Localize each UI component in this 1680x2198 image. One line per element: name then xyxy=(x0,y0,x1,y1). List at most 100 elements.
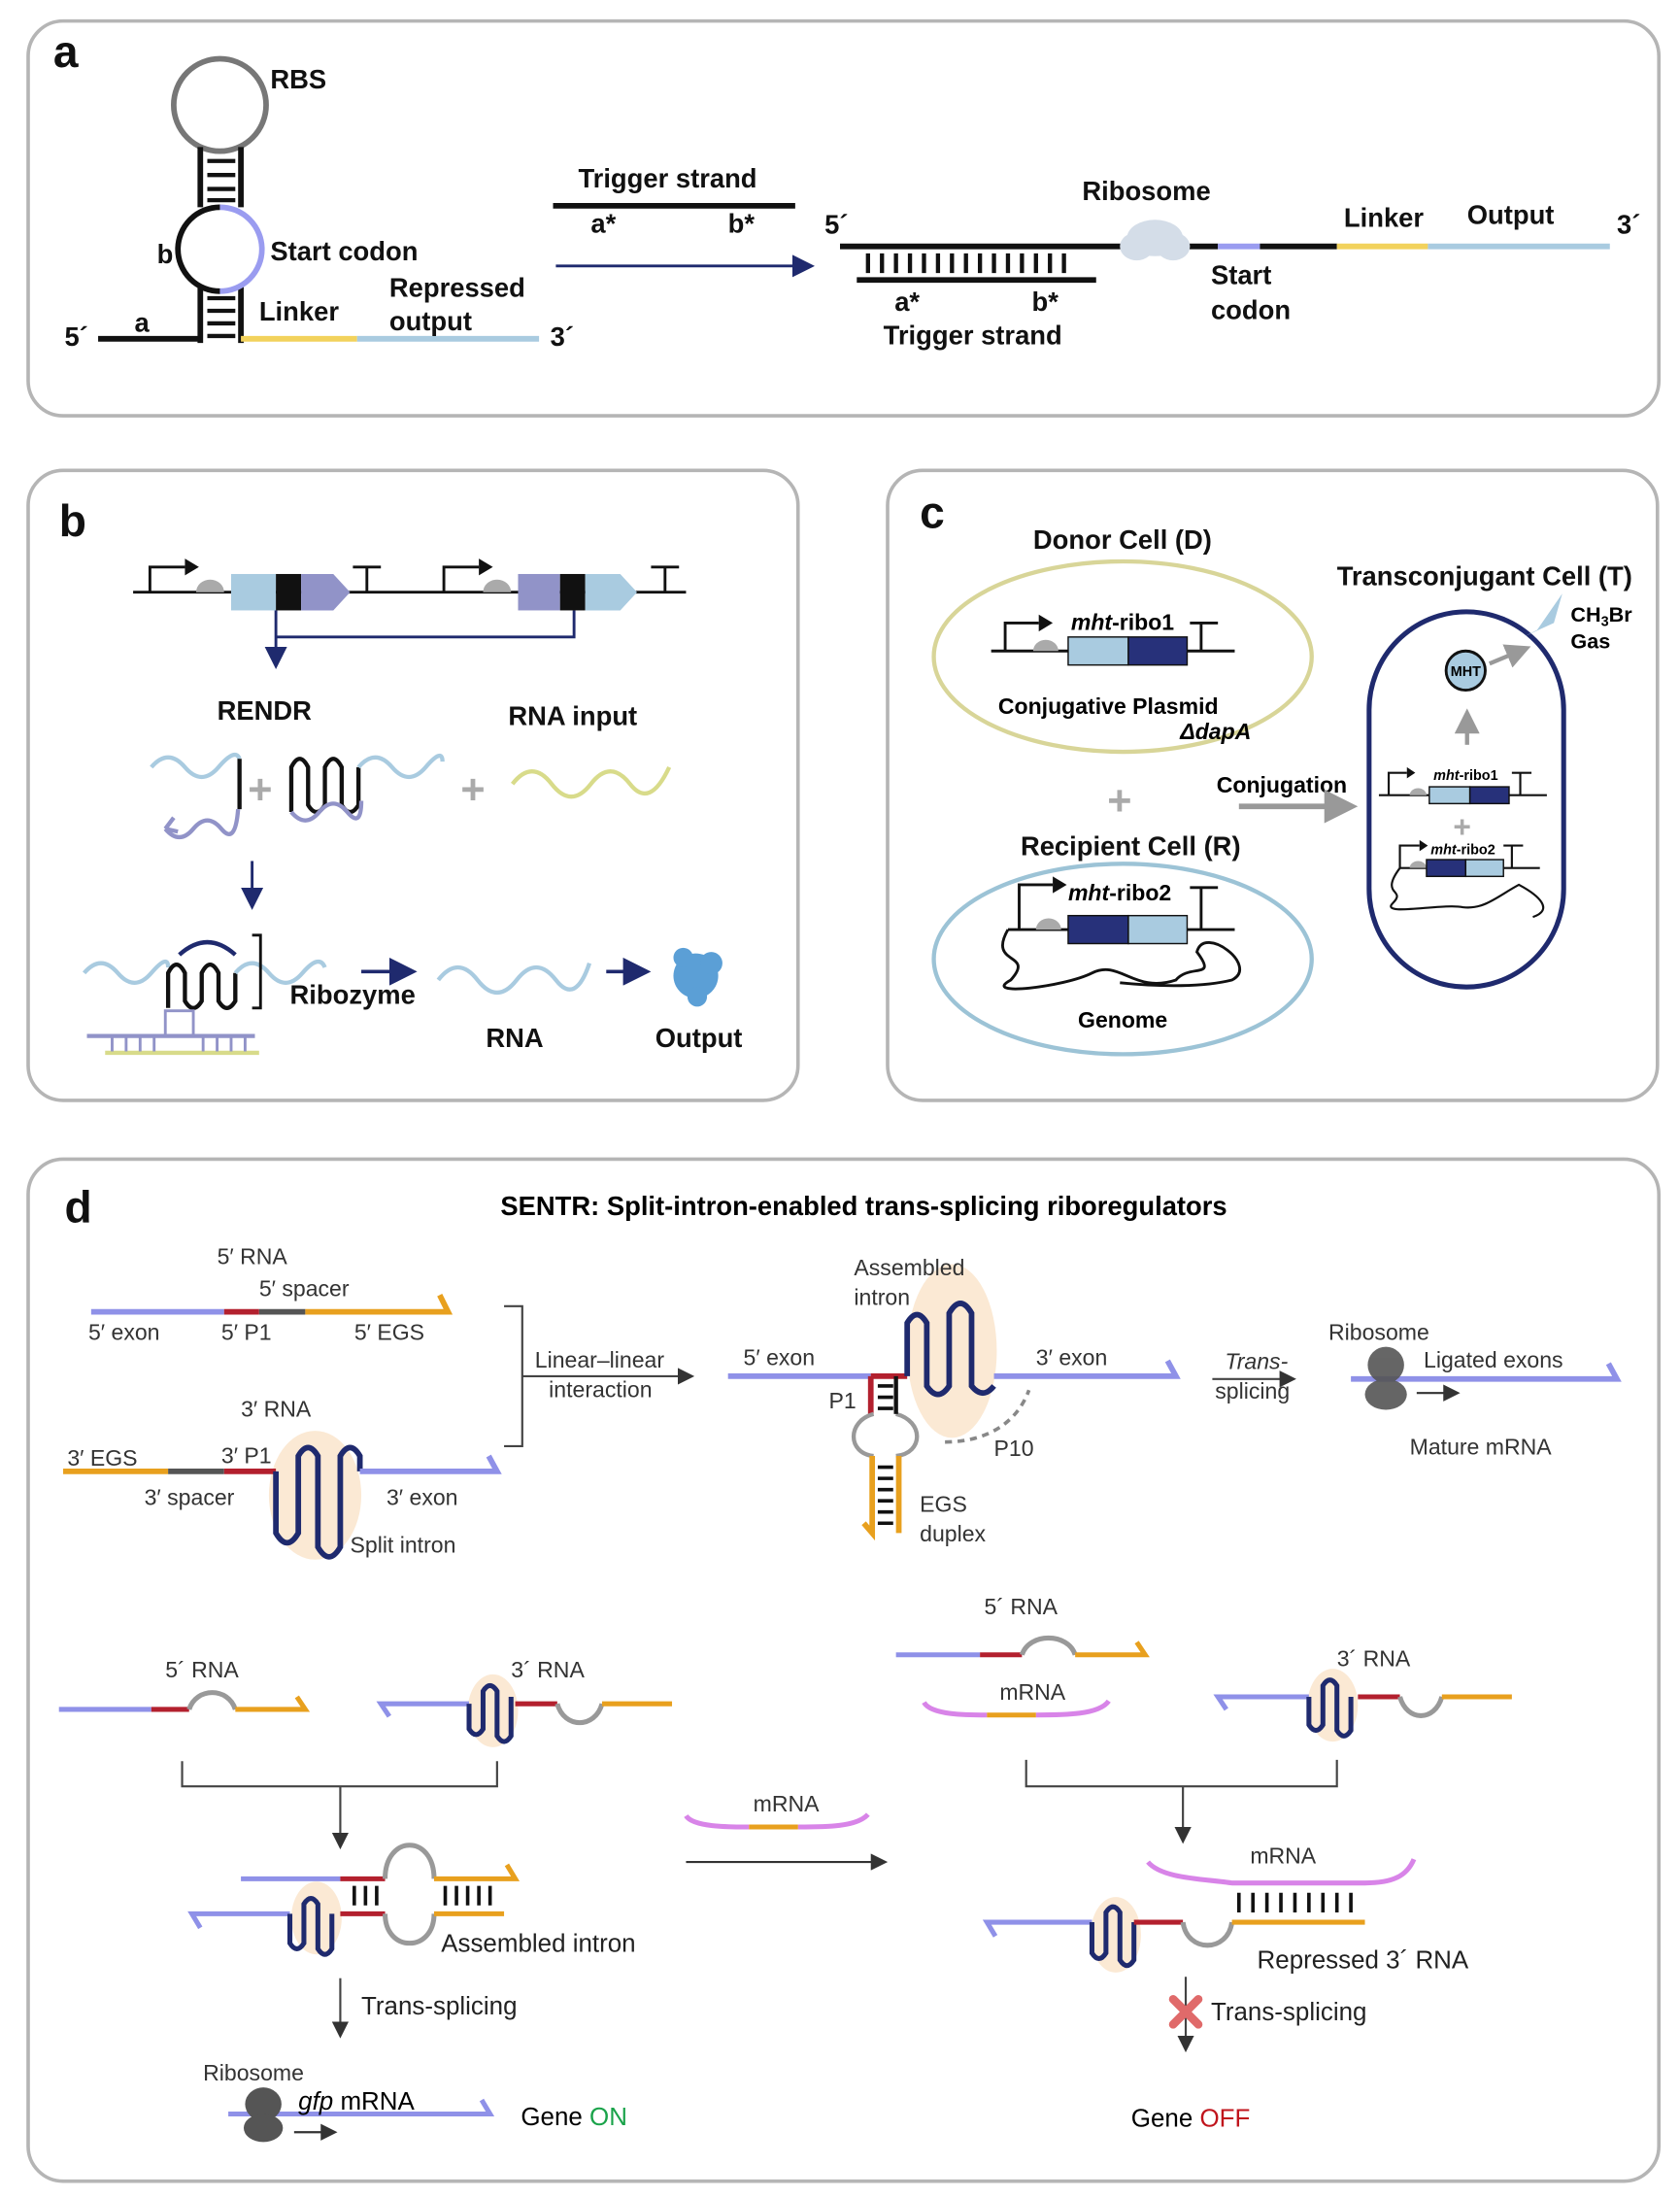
trigger-strand-bottom: Trigger strand xyxy=(884,321,1062,351)
lower-right-rnas xyxy=(895,1635,1512,1742)
lower-left-rnas xyxy=(58,1674,673,1747)
gene-off-label: Gene OFF xyxy=(1131,2105,1251,2132)
gfp-mrna-label: gfp mRNA xyxy=(298,2088,415,2115)
label: 3′ RNA xyxy=(241,1397,312,1422)
panel-label: c xyxy=(920,487,945,537)
label: 5′ EGS xyxy=(354,1319,424,1344)
panel-label: b xyxy=(59,495,86,546)
panel-c: c Donor Cell (D) mht-ribo1 Conjugative P… xyxy=(886,468,1660,1102)
panel-d: d SENTR: Split-intron-enabled trans-spli… xyxy=(26,1157,1662,2183)
ribo2-construct xyxy=(1001,876,1241,991)
label: Trans-splicing xyxy=(1211,1999,1366,2026)
genome-label: Genome xyxy=(1078,1007,1167,1032)
label: P1 xyxy=(828,1388,856,1413)
ribo1-label: mht-ribo1 xyxy=(1071,610,1174,635)
label: Assembled xyxy=(854,1255,964,1280)
label: interaction xyxy=(549,1377,652,1403)
output-label: output xyxy=(389,306,472,336)
label: intron xyxy=(854,1284,910,1309)
hairpin xyxy=(98,55,540,344)
mht-label: MHT xyxy=(1451,664,1481,680)
rendr-label: RENDR xyxy=(218,695,313,726)
b-star: b* xyxy=(728,208,756,238)
label: mRNA xyxy=(1250,1843,1316,1869)
ribosome-cloud xyxy=(1120,220,1191,261)
ribo2-label: mht-ribo2 xyxy=(1068,880,1171,905)
output-label: Output xyxy=(1467,200,1555,230)
cell-ribo2 xyxy=(1390,839,1545,919)
label: Trans-splicing xyxy=(361,1993,517,2020)
label: P10 xyxy=(994,1436,1034,1461)
label: 5′ exon xyxy=(744,1344,816,1370)
repressed-label: Repressed xyxy=(389,273,525,303)
label: 5´ RNA xyxy=(165,1657,239,1682)
label: Linear–linear xyxy=(535,1347,665,1372)
label: splicing xyxy=(1215,1378,1290,1403)
genome-dna xyxy=(1001,929,1241,991)
recipient-cell-label: Recipient Cell (R) xyxy=(1021,831,1241,862)
label: Ligated exons xyxy=(1424,1347,1563,1372)
label: 5´ RNA xyxy=(984,1594,1058,1619)
cell-ribo1-label: mht-ribo1 xyxy=(1433,768,1497,784)
rna-input-label: RNA input xyxy=(508,701,637,731)
b-label: b xyxy=(157,239,174,269)
transconjugant-cell xyxy=(1366,609,1566,990)
plus-icon: + xyxy=(460,766,485,813)
label: EGS xyxy=(920,1492,967,1517)
linker-label: Linker xyxy=(259,296,339,326)
ribozyme-label: Ribozyme xyxy=(290,979,416,1009)
label: duplex xyxy=(920,1521,986,1546)
plasmid-label: Conjugative Plasmid xyxy=(998,693,1219,719)
three-prime: 3´ xyxy=(551,321,574,352)
label: 5′ RNA xyxy=(218,1244,288,1269)
rendr-parts xyxy=(150,752,672,840)
start-codon-label: Start codon xyxy=(270,236,418,266)
transconjugant-label: Transconjugant Cell (T) xyxy=(1337,561,1632,592)
label: Ribosome xyxy=(1328,1319,1429,1344)
plus-icon: + xyxy=(1107,778,1131,825)
label: 3′ exon xyxy=(386,1485,458,1510)
trigger-strand-top: Trigger strand xyxy=(578,163,756,193)
five-prime: 5´ xyxy=(64,321,87,352)
panel-a: a RBS b Start codon Linker Repressed out… xyxy=(26,18,1662,418)
rbs-label: RBS xyxy=(270,64,326,94)
panel-label: a xyxy=(53,26,79,77)
label: mRNA xyxy=(999,1679,1065,1705)
a-star: a* xyxy=(894,287,920,317)
gas-label: Gas xyxy=(1570,628,1610,653)
output-label: Output xyxy=(655,1023,743,1053)
five-prime: 5´ xyxy=(824,210,848,240)
gene-on-label: Gene ON xyxy=(521,2104,627,2131)
codon-label: codon xyxy=(1211,295,1291,325)
repressed-complex xyxy=(982,1858,1417,1973)
recipient-cell xyxy=(931,862,1314,1057)
cell-ribo1 xyxy=(1378,766,1547,805)
label: 3′ EGS xyxy=(67,1445,137,1471)
b-star: b* xyxy=(1031,287,1058,317)
a-star: a* xyxy=(590,208,616,238)
donor-cell-label: Donor Cell (D) xyxy=(1033,524,1212,555)
conjugation-label: Conjugation xyxy=(1217,772,1347,797)
five-prime-rna xyxy=(90,1294,454,1315)
ribosome-icon xyxy=(243,2087,284,2143)
dapa-label: ΔdapA xyxy=(1179,719,1251,744)
ribosome-icon xyxy=(1364,1346,1407,1410)
panel-b: b RENDR RNA input + + Ribozym xyxy=(26,468,800,1102)
output-protein-icon xyxy=(673,947,722,1007)
label: 5′ spacer xyxy=(259,1276,350,1302)
label: Split intron xyxy=(351,1533,456,1558)
rna-label: RNA xyxy=(486,1023,544,1053)
ch3br-label: CH3Br xyxy=(1570,602,1632,629)
ribo1-construct xyxy=(991,614,1235,666)
label: 3′ spacer xyxy=(145,1485,235,1510)
label: mRNA xyxy=(754,1791,820,1816)
assembled-intron xyxy=(727,1301,1181,1541)
label: 5′ exon xyxy=(88,1319,160,1344)
linker-label: Linker xyxy=(1344,203,1424,233)
three-prime-rna xyxy=(63,1444,502,1560)
label: Repressed 3´ RNA xyxy=(1258,1947,1469,1975)
label: 3′ exon xyxy=(1036,1344,1108,1370)
label: Assembled intron xyxy=(441,1930,635,1957)
gas-icon xyxy=(1523,593,1562,637)
